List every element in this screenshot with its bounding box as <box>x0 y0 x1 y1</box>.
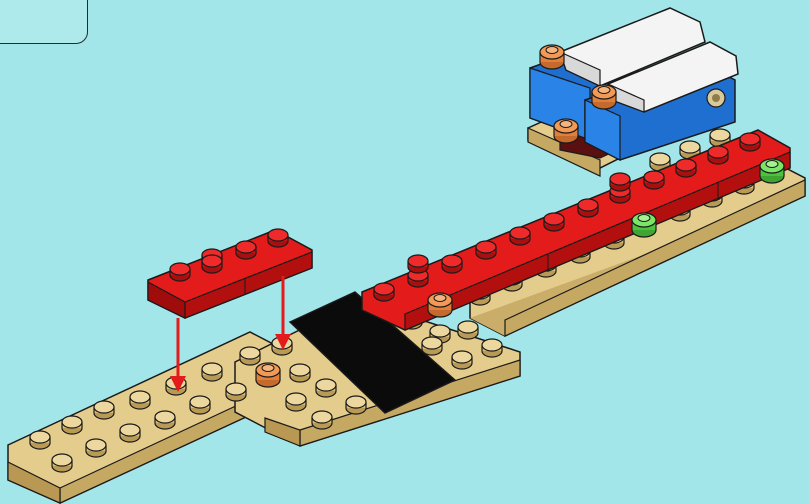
red-plate-loose <box>148 229 312 318</box>
